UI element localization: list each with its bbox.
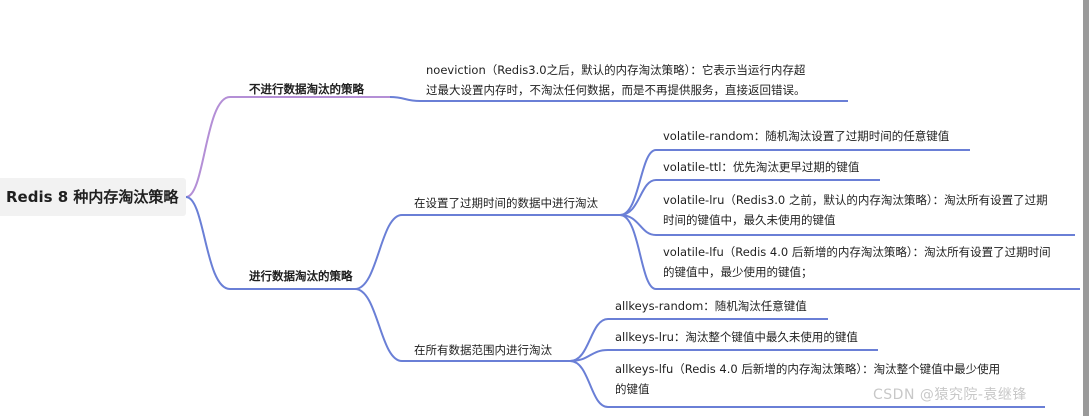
leaf-allkeys-lfu-line2: 的键值 <box>615 382 650 396</box>
leaf-allkeys-random-line1: allkeys-random：随机淘汰任意键值 <box>615 299 807 313</box>
branch-no-eviction-label[interactable]: 不进行数据淘汰的策略 <box>249 82 364 96</box>
leaf-volatile-random-line1: volatile-random：随机淘汰设置了过期时间的任意键值 <box>663 129 950 143</box>
leaf-allkeys-lfu[interactable]: allkeys-lfu（Redis 4.0 后新增的内存淘汰策略）：淘汰整个键值… <box>615 359 1000 399</box>
connector-allkeys-lfu <box>569 360 1045 408</box>
connector-volatile-ttl <box>619 179 880 216</box>
connector-volatile-random <box>619 149 970 216</box>
branch-volatile-label[interactable]: 在设置了过期时间的数据中进行淘汰 <box>414 196 598 210</box>
leaf-noeviction[interactable]: noeviction（Redis3.0之后，默认的内存淘汰策略）：它表示当运行内… <box>426 60 806 100</box>
connector-eviction-to-allkeys <box>354 288 570 362</box>
root-node[interactable]: Redis 8 种内存淘汰策略 <box>0 178 186 216</box>
leaf-allkeys-random[interactable]: allkeys-random：随机淘汰任意键值 <box>615 296 807 316</box>
connector-allkeys-lru <box>569 349 878 362</box>
connector-volatile-lfu <box>619 214 1080 290</box>
leaf-volatile-ttl[interactable]: volatile-ttl：优先淘汰更早过期的键值 <box>663 157 859 177</box>
leaf-noeviction-line2: 过最大设置内存时，不淘汰任何数据，而是不再提供服务，直接返回错误。 <box>426 83 806 97</box>
leaf-volatile-lru-line1: volatile-lru（Redis3.0 之前，默认的内存淘汰策略）：淘汰所有… <box>663 193 1048 207</box>
leaf-volatile-random[interactable]: volatile-random：随机淘汰设置了过期时间的任意键值 <box>663 126 949 146</box>
branch-allkeys-label[interactable]: 在所有数据范围内进行淘汰 <box>414 343 552 357</box>
leaf-volatile-lfu-line2: 的键值中，最少使用的键值； <box>663 265 813 279</box>
leaf-volatile-lru-line2: 时间的键值中，最久未使用的键值 <box>663 213 836 227</box>
connector-root-to-eviction <box>185 196 355 290</box>
watermark: CSDN @猿究院-袁继锋 <box>873 387 1027 403</box>
leaf-volatile-lfu-line1: volatile-lfu（Redis 4.0 后新增的内存淘汰策略）：淘汰所有设… <box>663 245 1051 259</box>
underline-no-eviction-leaf <box>389 96 848 102</box>
connector-root-to-no-eviction <box>185 96 390 198</box>
connector-volatile-lru <box>619 214 1075 236</box>
window-edge <box>1083 0 1089 416</box>
connector-allkeys-random <box>569 318 828 362</box>
branch-eviction-label[interactable]: 进行数据淘汰的策略 <box>249 269 353 283</box>
leaf-volatile-lfu[interactable]: volatile-lfu（Redis 4.0 后新增的内存淘汰策略）：淘汰所有设… <box>663 242 1051 282</box>
leaf-volatile-lru[interactable]: volatile-lru（Redis3.0 之前，默认的内存淘汰策略）：淘汰所有… <box>663 190 1048 230</box>
leaf-noeviction-line1: noeviction（Redis3.0之后，默认的内存淘汰策略）：它表示当运行内… <box>426 63 806 77</box>
leaf-allkeys-lru-line1: allkeys-lru：淘汰整个键值中最久未使用的键值 <box>615 330 858 344</box>
leaf-volatile-ttl-line1: volatile-ttl：优先淘汰更早过期的键值 <box>663 160 860 174</box>
connector-eviction-to-volatile <box>354 214 620 290</box>
leaf-allkeys-lru[interactable]: allkeys-lru：淘汰整个键值中最久未使用的键值 <box>615 327 858 347</box>
leaf-allkeys-lfu-line1: allkeys-lfu（Redis 4.0 后新增的内存淘汰策略）：淘汰整个键值… <box>615 362 1001 376</box>
